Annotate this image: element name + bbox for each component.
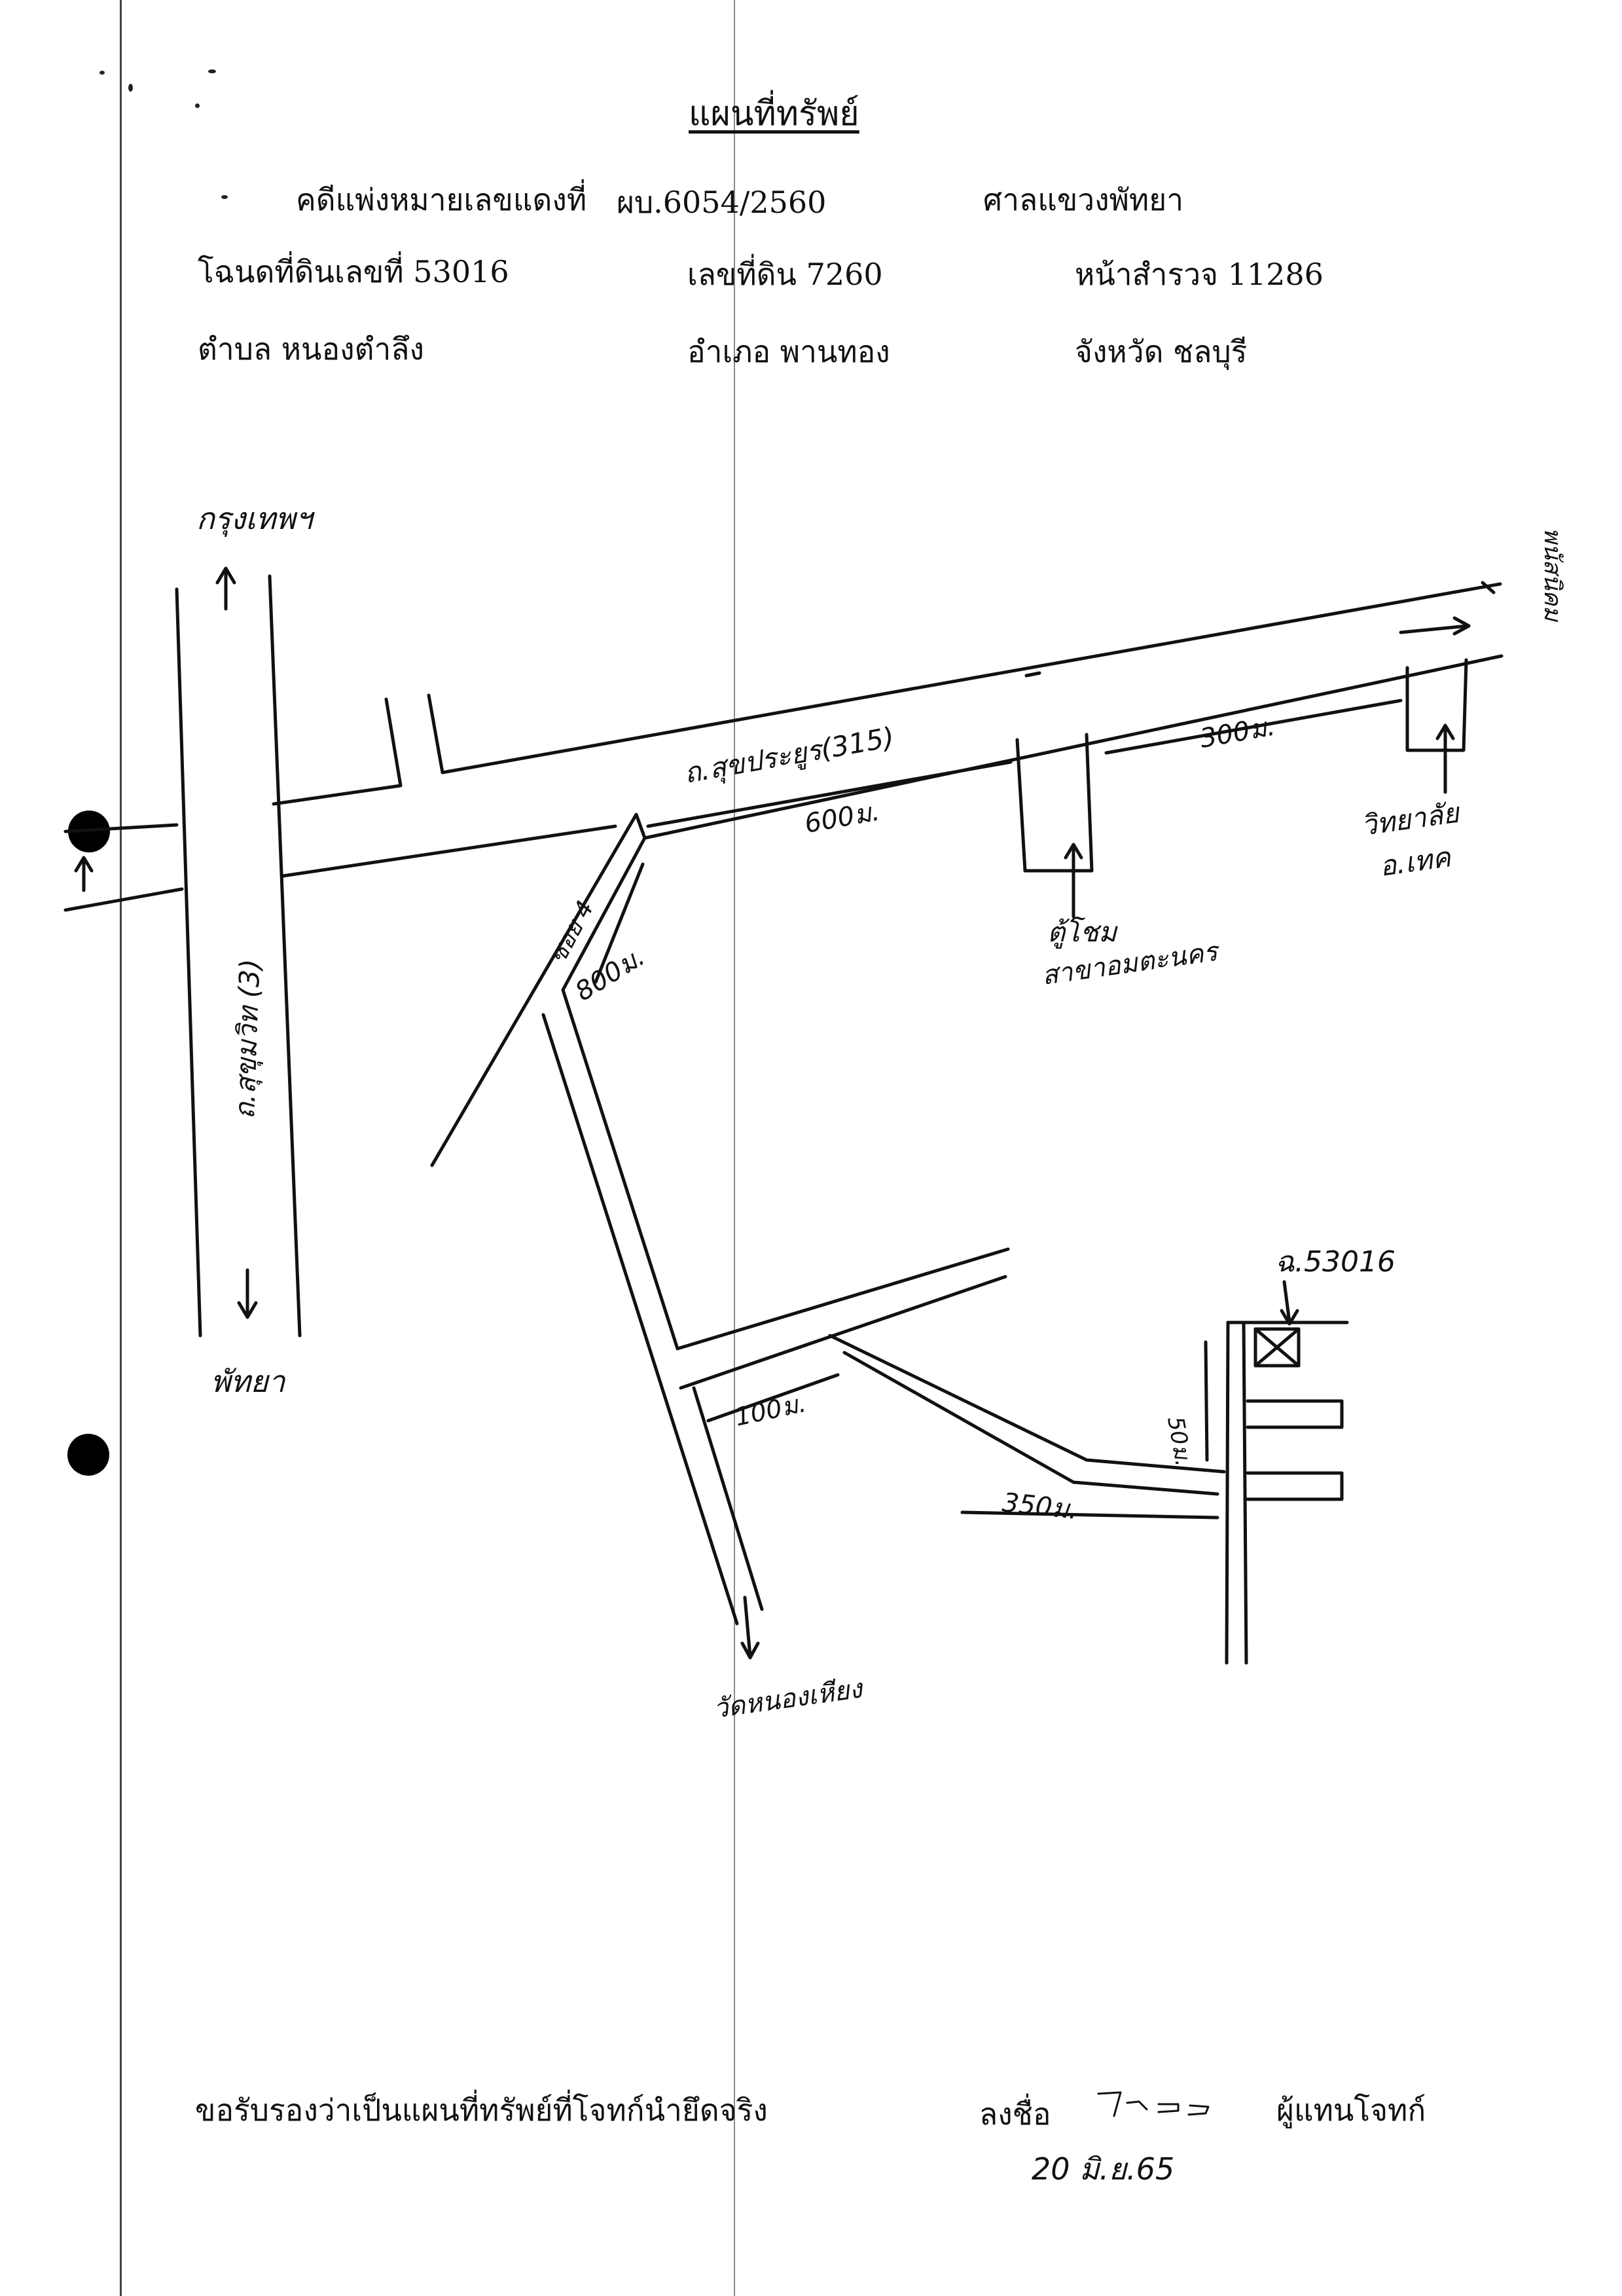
- arrow-up-icon: [1064, 843, 1083, 919]
- plot-road: [842, 1351, 1219, 1496]
- soi-road: [430, 812, 647, 1167]
- arrow-down-icon: [1280, 1280, 1299, 1326]
- scan-speck: [208, 69, 216, 73]
- label-to-bangkok: กรุงเทพฯ: [196, 501, 315, 537]
- label-to-bottom: วัดหนองเหียง: [712, 1673, 865, 1724]
- signature-date: 20 มิ.ย.65: [1032, 2151, 1175, 2187]
- landmark-box: [1015, 733, 1094, 873]
- case-number-value: ผบ.6054/2560: [617, 185, 827, 220]
- label-highway: ถ.สุขุมวิท (3): [228, 958, 267, 1120]
- label-landmark-2a: วิทยาลัย: [1360, 796, 1463, 842]
- plot-road: [1246, 1399, 1344, 1429]
- fold-line: [734, 0, 735, 2296]
- plot-road: [1225, 1321, 1230, 1665]
- punch-hole: [67, 1434, 109, 1476]
- landmark-box: [1405, 658, 1468, 752]
- margin-line: [120, 0, 122, 2296]
- arrow-up-icon: [1435, 723, 1455, 794]
- highway-edge: [268, 574, 302, 1338]
- main-road-edge: [643, 654, 1504, 840]
- province: จังหวัด ชลบุรี: [1075, 334, 1248, 369]
- soi-road: [541, 1013, 739, 1626]
- label-distance-50: 50ม.: [1162, 1415, 1197, 1468]
- arrow-up-icon: [215, 566, 236, 611]
- signature-mark: [1097, 2091, 1210, 2117]
- label-distance-350: 350ม.: [1001, 1487, 1079, 1525]
- arrow-right-icon: [1024, 671, 1041, 678]
- document-title: แผนที่ทรัพย์: [689, 94, 859, 134]
- court-name: ศาลแขวงพัทยา: [983, 182, 1184, 217]
- certification-text: ขอรับรองว่าเป็นแผนที่ทรัพย์ที่โจทก์นำยึด…: [195, 2092, 768, 2128]
- soi-road: [561, 836, 1010, 1351]
- highway-edge: [175, 587, 202, 1338]
- plot-road: [1242, 1321, 1248, 1665]
- arrow-down-icon: [740, 1595, 760, 1660]
- scan-speck: [221, 195, 228, 199]
- district: อำเภอ พานทอง: [687, 334, 890, 369]
- dimension-line: [706, 1373, 840, 1423]
- dimension-line: [1104, 699, 1403, 755]
- dimension-line: [646, 760, 1013, 828]
- cross-road: [272, 697, 403, 806]
- side-road: [63, 823, 179, 833]
- subdistrict: ตำบล หนองตำลึง: [198, 331, 424, 367]
- arrow-left-icon: [74, 856, 94, 892]
- case-number-label: คดีแพ่งหมายเลขแดงที่: [296, 182, 587, 217]
- land-plot-cross: [1253, 1327, 1301, 1368]
- title-deed-number: โฉนดที่ดินเลขที่ 53016: [198, 254, 509, 289]
- soi-road: [692, 1386, 764, 1611]
- label-distance-100: 100ม.: [732, 1389, 808, 1432]
- dimension-line: [594, 862, 645, 984]
- arrow-right-icon: [1399, 616, 1471, 636]
- label-landmark-1a: ตู้โชม: [1047, 916, 1118, 949]
- scan-speck: [99, 71, 105, 75]
- label-landmark-2b: อ.เทค: [1378, 841, 1454, 883]
- dimension-line: [960, 1510, 1219, 1520]
- label-to-pattaya: พัทยา: [211, 1364, 287, 1399]
- arrow-up-icon: [1481, 581, 1496, 594]
- cross-road: [281, 824, 617, 878]
- label-main-road: ถ.สุขประยูร(315): [681, 721, 897, 790]
- dimension-line: [1204, 1340, 1209, 1462]
- land-number: เลขที่ดิน 7260: [687, 257, 883, 292]
- plot-road: [828, 1334, 1226, 1474]
- scan-speck: [195, 103, 200, 108]
- signer-role: ผู้แทนโจทก์: [1276, 2092, 1426, 2128]
- main-road-edge: [427, 582, 1502, 774]
- plot-road: [1246, 1471, 1344, 1501]
- side-road: [63, 887, 184, 912]
- survey-page: หน้าสำรวจ 11286: [1075, 257, 1324, 292]
- label-to-right: พนัสนิคม: [1539, 528, 1566, 623]
- signature-label: ลงชื่อ: [979, 2096, 1051, 2132]
- arrow-down-icon: [237, 1268, 258, 1319]
- label-soi: ซอย 4: [545, 896, 600, 968]
- soi-road: [679, 1275, 1007, 1390]
- land-plot-marker: [1253, 1327, 1301, 1368]
- scan-speck: [128, 84, 133, 92]
- label-plot-deed: ฉ.53016: [1275, 1245, 1396, 1279]
